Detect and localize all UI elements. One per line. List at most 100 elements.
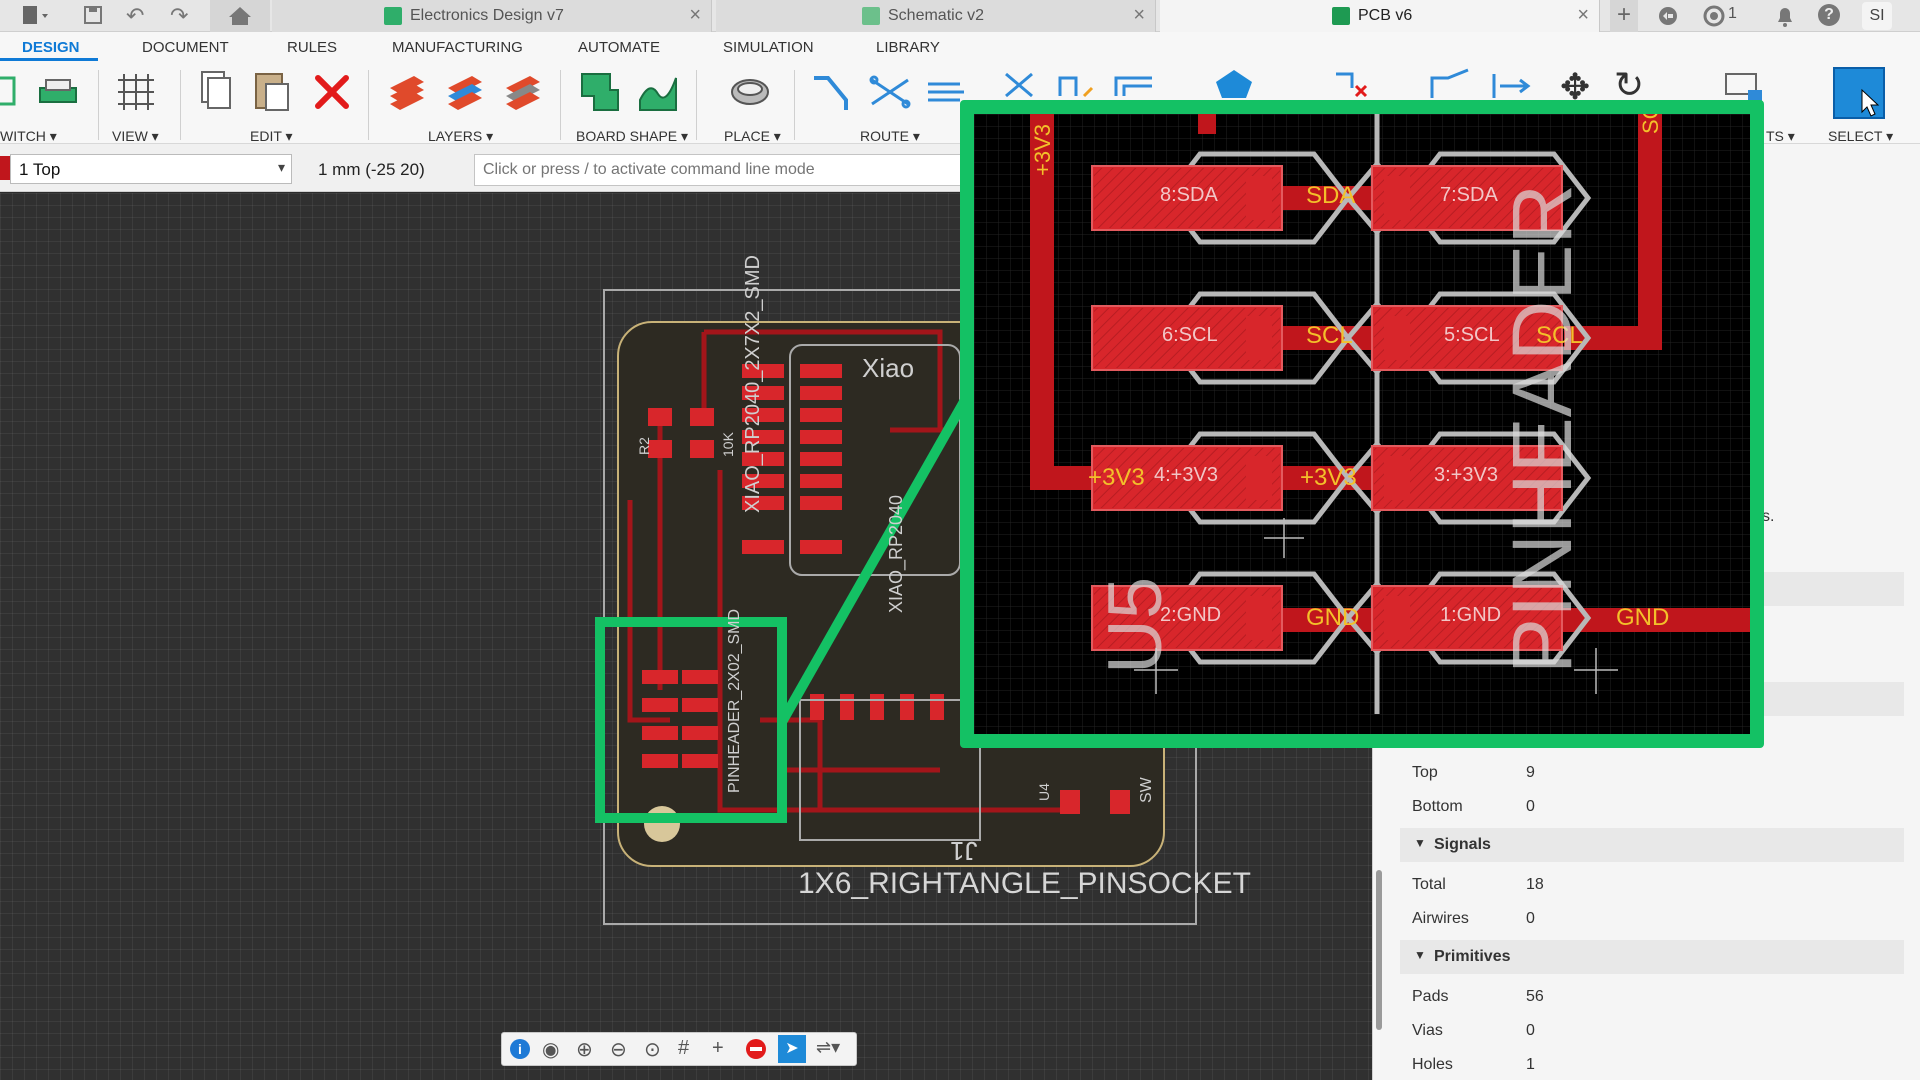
close-tab-icon[interactable]: × bbox=[1133, 4, 1145, 26]
net-label-scl: SCL bbox=[1536, 322, 1583, 349]
tab-pcb[interactable]: PCB v6 × bbox=[1160, 0, 1600, 32]
job-status-icon[interactable] bbox=[1702, 4, 1726, 33]
new-tab-icon[interactable]: + bbox=[1610, 0, 1638, 32]
grid-toggle-icon[interactable]: # bbox=[678, 1037, 690, 1059]
route-mode-icon[interactable]: ⇌▾ bbox=[816, 1037, 841, 1057]
switch-menu[interactable]: WITCH ▾ bbox=[0, 128, 57, 144]
view-menu[interactable]: VIEW ▾ bbox=[112, 128, 159, 144]
bottom-layer-value: 0 bbox=[1526, 798, 1535, 815]
stop-icon[interactable] bbox=[746, 1039, 766, 1059]
pad-label: 8:SDA bbox=[1160, 184, 1218, 206]
home-icon[interactable] bbox=[210, 0, 270, 32]
top-layer-value: 9 bbox=[1526, 764, 1535, 781]
signals-total-label: Total bbox=[1412, 876, 1446, 893]
toolbar-separator bbox=[794, 70, 795, 140]
xiao-label: Xiao bbox=[862, 353, 915, 383]
eye-icon[interactable]: ◉ bbox=[542, 1039, 560, 1061]
zoom-fit-icon[interactable]: ⊙ bbox=[644, 1039, 661, 1061]
select-icon[interactable] bbox=[1832, 66, 1886, 125]
tab-automate[interactable]: AUTOMATE bbox=[578, 39, 660, 56]
board-shape-menu[interactable]: BOARD SHAPE ▾ bbox=[576, 128, 689, 144]
tab-schematic[interactable]: Schematic v2 × bbox=[716, 0, 1156, 32]
board-outline-icon[interactable] bbox=[578, 70, 622, 119]
pad-label: 7:SDA bbox=[1440, 184, 1498, 206]
route-icon[interactable] bbox=[810, 70, 854, 119]
tab-simulation[interactable]: SIMULATION bbox=[723, 39, 814, 56]
chevron-down-icon: ▼ bbox=[1414, 836, 1426, 850]
tab-label: PCB v6 bbox=[1358, 7, 1413, 24]
tab-rules[interactable]: RULES bbox=[287, 39, 338, 56]
file-menu-icon[interactable] bbox=[20, 4, 48, 28]
close-tab-icon[interactable]: × bbox=[689, 4, 701, 26]
airwires-label: Airwires bbox=[1412, 910, 1469, 927]
zoom-out-icon[interactable]: ⊖ bbox=[610, 1039, 627, 1061]
notifications-icon[interactable] bbox=[1774, 4, 1796, 33]
avatar[interactable]: SI bbox=[1862, 2, 1892, 30]
meander-icon[interactable] bbox=[1056, 68, 1096, 103]
place-component-icon[interactable] bbox=[728, 74, 772, 115]
arrow-tool-icon[interactable] bbox=[1490, 68, 1534, 103]
zoom-in-icon[interactable]: ⊕ bbox=[576, 1039, 593, 1061]
net-label-sda: SDA bbox=[1306, 182, 1356, 209]
layer-select-value: 1 Top bbox=[19, 160, 61, 179]
layer-stack-red-icon[interactable] bbox=[384, 70, 428, 119]
tab-library[interactable]: LIBRARY bbox=[876, 39, 940, 56]
select-pointer-icon[interactable]: ➤ bbox=[778, 1035, 806, 1063]
panel-scrollbar[interactable] bbox=[1376, 870, 1382, 1030]
edit-menu[interactable]: EDIT ▾ bbox=[250, 128, 293, 144]
info-icon[interactable]: i bbox=[510, 1039, 530, 1059]
undo-icon[interactable]: ↶ bbox=[126, 3, 145, 28]
layers-menu[interactable]: LAYERS ▾ bbox=[428, 128, 494, 144]
place-menu[interactable]: PLACE ▾ bbox=[724, 128, 781, 144]
route-menu[interactable]: ROUTE ▾ bbox=[860, 128, 920, 144]
paste-icon[interactable] bbox=[252, 68, 292, 121]
signals-header[interactable]: ▼ Signals bbox=[1400, 828, 1904, 862]
vias-value: 0 bbox=[1526, 1022, 1535, 1039]
help-icon[interactable]: ? bbox=[1818, 4, 1840, 26]
signals-title: Signals bbox=[1434, 836, 1491, 853]
route-extra-icon[interactable] bbox=[1002, 68, 1038, 103]
delete-icon[interactable] bbox=[312, 72, 352, 117]
multi-route-icon[interactable] bbox=[924, 70, 972, 119]
tab-document[interactable]: DOCUMENT bbox=[142, 39, 229, 56]
mounting-hole bbox=[644, 806, 680, 842]
copy-icon[interactable] bbox=[196, 68, 236, 121]
grid-icon[interactable] bbox=[114, 70, 158, 119]
close-tab-icon[interactable]: × bbox=[1577, 4, 1589, 26]
net-label-gnd: GND bbox=[1616, 604, 1670, 631]
layer-stack-blue-icon[interactable] bbox=[442, 70, 486, 119]
save-icon[interactable] bbox=[82, 4, 104, 31]
active-tab-indicator bbox=[0, 58, 98, 61]
net-label-scl: SCL bbox=[1306, 322, 1353, 349]
net-label-3v3-vertical: +3V3 bbox=[1030, 124, 1055, 176]
redo-icon[interactable]: ↷ bbox=[170, 3, 189, 28]
tab-design[interactable]: DESIGN bbox=[22, 39, 80, 56]
crosshair-icon[interactable]: + bbox=[712, 1037, 724, 1059]
fanout-icon[interactable] bbox=[868, 70, 912, 119]
pad-label: 1:GND bbox=[1440, 604, 1502, 626]
command-line-input[interactable] bbox=[474, 154, 976, 186]
tab-electronics-design[interactable]: Electronics Design v7 × bbox=[272, 0, 712, 32]
line-tool-icon[interactable] bbox=[1428, 68, 1472, 103]
layer-stack-grey-icon[interactable] bbox=[500, 70, 544, 119]
select-menu[interactable]: SELECT ▾ bbox=[1828, 128, 1894, 144]
layer-select[interactable]: 1 Top ▾ bbox=[10, 154, 292, 184]
net-label-3v3: +3V3 bbox=[1088, 464, 1145, 491]
toolbar-separator bbox=[180, 70, 181, 140]
u4-label: U4 bbox=[1036, 783, 1052, 801]
polygon-icon[interactable] bbox=[1212, 68, 1256, 103]
primitives-title: Primitives bbox=[1434, 948, 1511, 965]
board-spline-icon[interactable] bbox=[636, 70, 680, 119]
board-icon[interactable] bbox=[36, 72, 80, 117]
extensions-icon[interactable] bbox=[1656, 4, 1680, 33]
inspect-icon[interactable] bbox=[1722, 68, 1766, 113]
pads-label: Pads bbox=[1412, 988, 1449, 1005]
tab-manufacturing[interactable]: MANUFACTURING bbox=[392, 39, 523, 56]
automation-tools-menu[interactable]: TS ▾ bbox=[1766, 128, 1795, 144]
switch-icon[interactable] bbox=[0, 72, 20, 117]
bus-route-icon[interactable] bbox=[1112, 68, 1156, 103]
rotate-icon[interactable]: ↻ bbox=[1614, 64, 1645, 105]
primitives-header[interactable]: ▼ Primitives bbox=[1400, 940, 1904, 974]
ripup-icon[interactable] bbox=[1332, 68, 1372, 103]
net-label-gnd: GND bbox=[1306, 604, 1360, 631]
